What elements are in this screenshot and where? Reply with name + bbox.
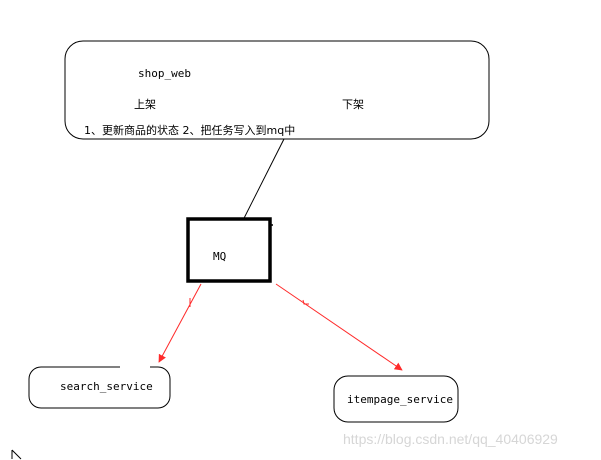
search-service-label: search_service	[60, 380, 153, 393]
shop-web-box	[64, 40, 490, 140]
mq-to-search-arrow	[158, 283, 202, 363]
cursor-icon	[11, 449, 22, 460]
mq-to-itempage-arrow	[275, 283, 403, 371]
search-service-box	[28, 366, 171, 409]
shelf-on-label: 上架	[134, 98, 156, 111]
shelf-off-steps: 1、更新商品的状态 2、把任务写入到mq中	[84, 123, 295, 137]
itempage-service-label: itempage_service	[347, 393, 453, 406]
arrow-tick-right	[302, 299, 309, 305]
mq-label: MQ	[213, 250, 226, 263]
watermark: https://blog.csdn.net/qq_40406929	[343, 431, 558, 447]
itempage-service-box	[333, 375, 459, 423]
mq-box	[186, 217, 272, 283]
shop-web-title: shop_web	[138, 67, 191, 80]
shelf-off-label: 下架	[342, 98, 364, 111]
